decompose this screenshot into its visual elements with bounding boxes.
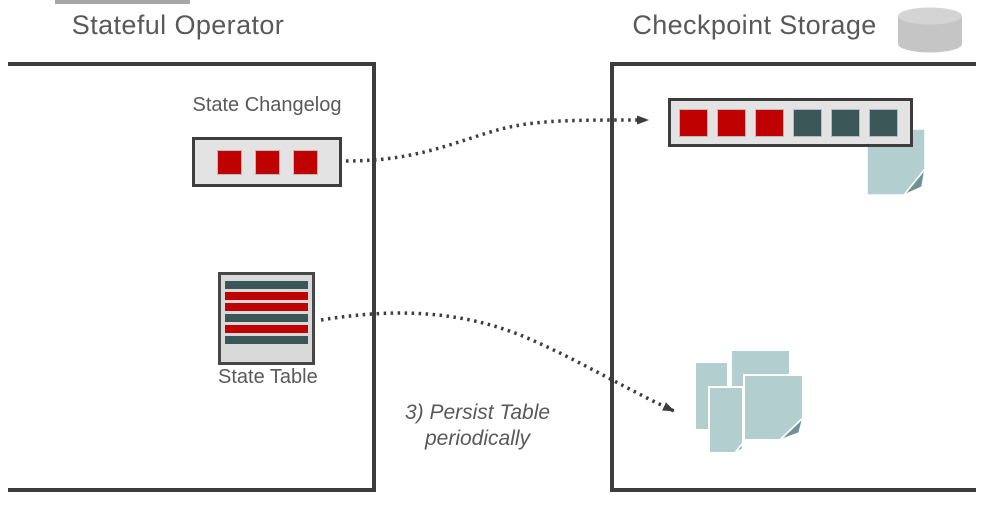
red-stripe [225,292,308,300]
cropped-shape-remnant [55,0,190,4]
checkpoint-changelog-box [668,98,913,147]
red-cell [679,108,708,137]
teal-cell [869,108,898,137]
persist-annotation-line2: periodically [424,427,531,450]
changelog-to-checkpoint-arrow [345,115,649,163]
stateful-operator-box [8,62,376,492]
teal-stripe [225,314,308,322]
red-cell [254,149,280,175]
red-stripe [225,303,308,311]
teal-stripe [225,336,308,344]
checkpoint-files-stack-icon [694,349,805,454]
red-cell [292,149,318,175]
checkpoint-storage-box [610,62,976,492]
checkpoint-storage-title: Checkpoint Storage [632,10,877,40]
persist-annotation-line1: 3) Persist Table [404,401,551,424]
red-cell [755,108,784,137]
teal-cell [793,108,822,137]
stateful-operator-title: Stateful Operator [71,10,285,40]
state-changelog-label: State Changelog [192,94,342,116]
red-cell [216,149,242,175]
state-changelog-box [192,137,342,187]
state-table-label: State Table [218,366,318,388]
persist-annotation: 3) Persist Table periodically [380,400,575,452]
state-table-icon [218,272,315,365]
teal-stripe [225,281,308,289]
database-icon [898,7,962,53]
teal-cell [831,108,860,137]
red-cell [717,108,746,137]
red-stripe [225,325,308,333]
